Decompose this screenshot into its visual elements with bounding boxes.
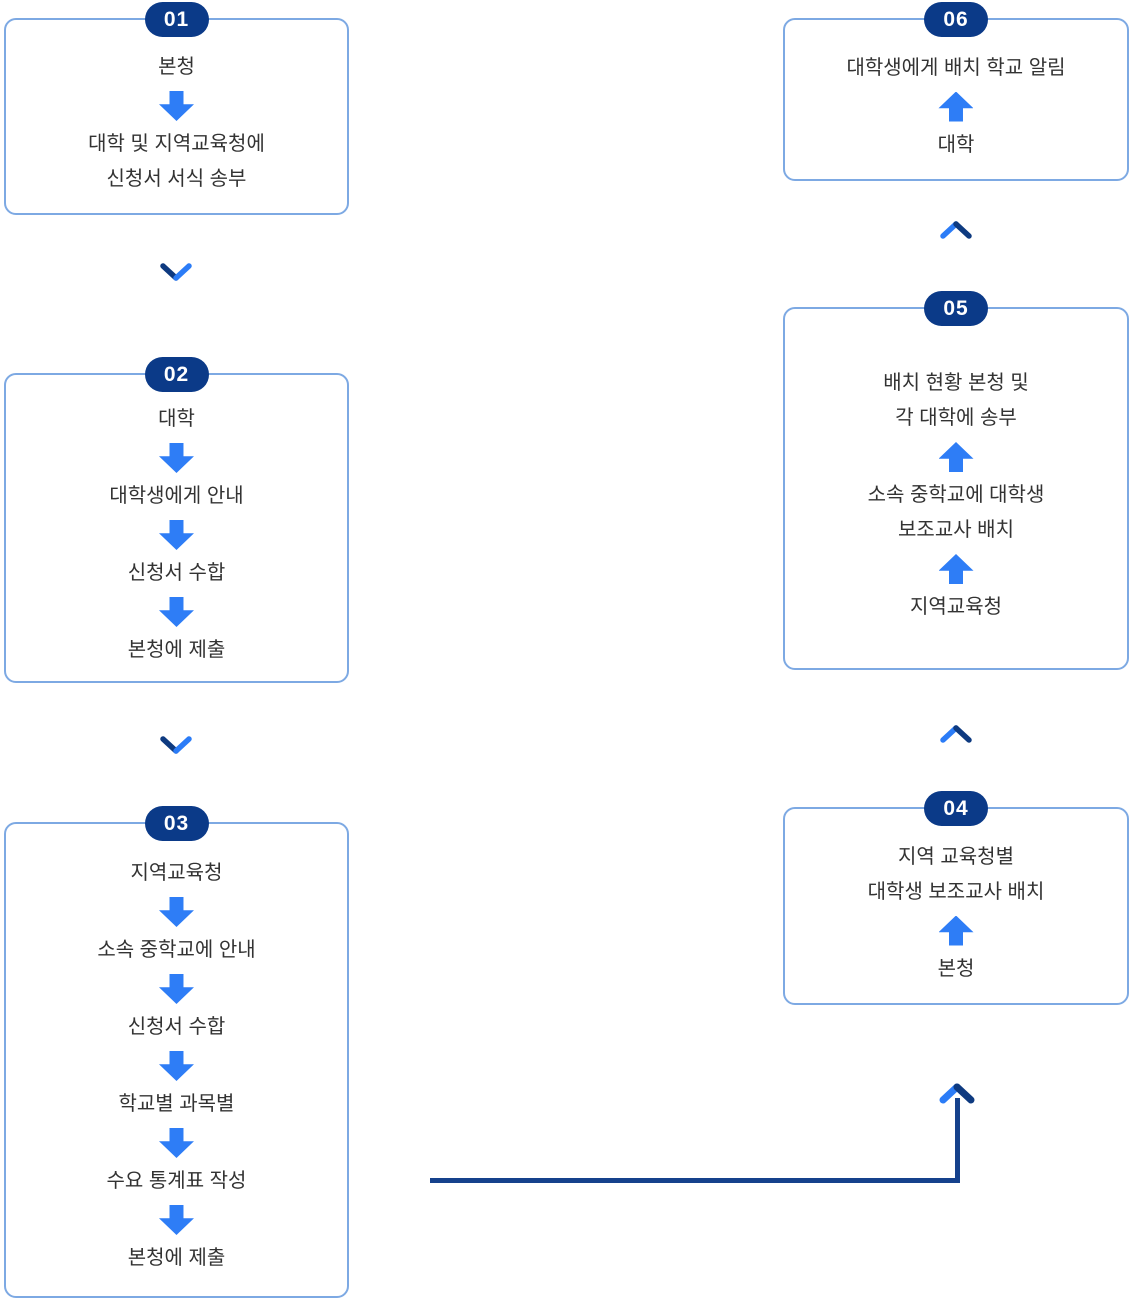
- flow-label: 본청에 제출: [127, 1247, 226, 1269]
- step-box-04: 04 지역 교육청별 대학생 보조교사 배치 본청: [783, 791, 1129, 1005]
- flow-label: 보조교사 배치: [898, 519, 1014, 541]
- chevron-down-icon: [160, 263, 192, 281]
- flow-label: 신청서 수합: [127, 562, 226, 584]
- step-content-03: 지역교육청 소속 중학교에 안내 신청서 수합 학교별 과목별 수요 통계표 작…: [97, 856, 255, 1276]
- step-badge-03: 03: [144, 806, 209, 841]
- flow-label: 대학생에게 안내: [109, 485, 244, 507]
- flow-label: 신청서 서식 송부: [106, 168, 247, 190]
- arrow-up-icon: [938, 91, 974, 122]
- arrow-up-icon: [938, 442, 974, 472]
- step-03-group-6: 본청에 제출: [128, 1241, 226, 1276]
- step-box-02: 02 대학 대학생에게 안내 신청서 수합 본청에 제출: [4, 357, 349, 683]
- flow-label: 소속 중학교에 안내: [97, 939, 256, 961]
- flow-label: 대학 및 지역교육청에: [88, 133, 265, 155]
- step-content-04: 지역 교육청별 대학생 보조교사 배치 본청: [868, 840, 1045, 987]
- arrow-down-icon: [158, 597, 194, 627]
- step-box-01: 01 본청 대학 및 지역교육청에 신청서 서식 송부: [4, 2, 349, 215]
- arrow-down-icon: [158, 897, 194, 927]
- flow-label: 소속 중학교에 대학생: [867, 484, 1045, 506]
- step-02-group-3: 신청서 수합: [128, 556, 226, 591]
- chevron-down-icon: [160, 736, 192, 754]
- flow-label: 각 대학에 송부: [895, 407, 1017, 429]
- flow-label: 대학생 보조교사 배치: [867, 880, 1045, 903]
- arrow-down-icon: [158, 1205, 194, 1235]
- step-badge-02: 02: [144, 357, 209, 392]
- chevron-up-icon: [940, 725, 972, 743]
- step-05-group-3: 지역교육청: [910, 590, 1002, 625]
- step-03-group-1: 지역교육청: [130, 856, 222, 891]
- arrow-down-icon: [158, 974, 194, 1004]
- flow-label: 본청: [158, 56, 195, 78]
- flow-connector-vertical-line: [955, 1098, 960, 1183]
- arrow-down-icon: [158, 1051, 194, 1081]
- step-03-group-2: 소속 중학교에 안내: [97, 933, 255, 968]
- flow-label: 대학: [158, 408, 195, 430]
- chevron-up-icon: [940, 221, 972, 239]
- flow-label: 신청서 수합: [127, 1016, 226, 1038]
- step-06-group-2: 대학: [938, 128, 975, 163]
- flow-connector-arrowhead-icon: [939, 1083, 975, 1104]
- flow-label: 지역교육청: [910, 596, 1002, 618]
- step-badge-01: 01: [144, 2, 209, 37]
- step-05-group-2: 소속 중학교에 대학생 보조교사 배치: [868, 478, 1045, 548]
- step-01-group-1: 본청: [158, 50, 195, 85]
- arrow-down-icon: [158, 1128, 194, 1158]
- flow-label: 지역교육청: [130, 862, 223, 884]
- arrow-down-icon: [158, 443, 194, 473]
- step-04-group-2: 본청: [938, 952, 975, 987]
- flow-connector-horizontal-line: [430, 1178, 960, 1183]
- step-04-group-1: 지역 교육청별 대학생 보조교사 배치: [868, 840, 1045, 910]
- flow-label: 대학: [937, 133, 975, 156]
- arrow-up-icon: [938, 554, 974, 584]
- step-01-group-2: 대학 및 지역교육청에 신청서 서식 송부: [88, 127, 265, 197]
- step-02-group-4: 본청에 제출: [128, 633, 226, 668]
- step-content-05: 배치 현황 본청 및 각 대학에 송부 소속 중학교에 대학생 보조교사 배치 …: [868, 366, 1045, 625]
- arrow-up-icon: [938, 915, 974, 946]
- step-02-group-1: 대학: [158, 402, 195, 437]
- flow-label: 학교별 과목별: [118, 1093, 235, 1115]
- step-box-05: 05 배치 현황 본청 및 각 대학에 송부 소속 중학교에 대학생 보조교사 …: [783, 291, 1129, 670]
- step-badge-04: 04: [924, 791, 988, 826]
- flow-label: 수요 통계표 작성: [106, 1170, 247, 1192]
- arrow-down-icon: [159, 91, 194, 121]
- step-content-06: 대학생에게 배치 학교 알림 대학: [846, 51, 1065, 163]
- step-03-group-5: 수요 통계표 작성: [107, 1164, 247, 1199]
- flow-label: 배치 현황 본청 및: [883, 372, 1029, 394]
- step-badge-05: 05: [924, 291, 988, 326]
- flow-label: 본청에 제출: [127, 639, 226, 661]
- step-content-02: 대학 대학생에게 안내 신청서 수합 본청에 제출: [109, 402, 243, 668]
- step-05-group-1: 배치 현황 본청 및 각 대학에 송부: [883, 366, 1028, 436]
- flow-label: 본청: [937, 957, 975, 980]
- step-content-01: 본청 대학 및 지역교육청에 신청서 서식 송부: [88, 50, 265, 197]
- step-03-group-3: 신청서 수합: [128, 1010, 226, 1045]
- step-03-group-4: 학교별 과목별: [119, 1087, 235, 1122]
- flow-label: 지역 교육청별: [898, 845, 1014, 868]
- step-02-group-2: 대학생에게 안내: [109, 479, 243, 514]
- step-box-03: 03 지역교육청 소속 중학교에 안내 신청서 수합 학교별 과목별 수요 통계…: [4, 806, 349, 1298]
- step-badge-06: 06: [924, 2, 988, 37]
- step-box-06: 06 대학생에게 배치 학교 알림 대학: [783, 2, 1129, 181]
- flow-label: 대학생에게 배치 학교 알림: [846, 56, 1066, 79]
- step-06-group-1: 대학생에게 배치 학교 알림: [846, 51, 1065, 86]
- arrow-down-icon: [158, 520, 194, 550]
